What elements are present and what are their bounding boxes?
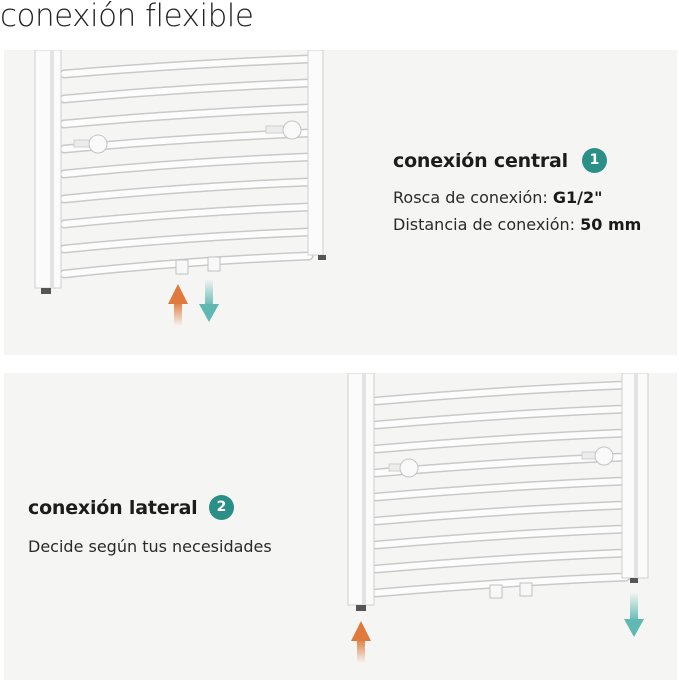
lateral-step-badge: 2 xyxy=(209,495,234,520)
radiator-bars xyxy=(371,380,631,598)
thread-value: G1/2" xyxy=(552,188,603,207)
central-radiator-illustration xyxy=(34,50,326,326)
central-connection-panel: conexión central 1 Rosca de conexión: G1… xyxy=(4,50,677,355)
lateral-radiator-illustration xyxy=(347,373,649,663)
central-step-badge: 1 xyxy=(582,148,607,173)
distance-label: Distancia de conexión: xyxy=(393,215,581,234)
outflow-arrow-icon xyxy=(199,279,219,322)
radiator-side-rails xyxy=(347,373,649,611)
central-heading: conexión central xyxy=(393,150,568,172)
inflow-arrow-icon xyxy=(168,284,188,326)
inflow-arrow-icon xyxy=(351,621,371,663)
towel-bar-mounts xyxy=(73,120,302,154)
towel-bar-mounts xyxy=(388,446,614,478)
distance-spec: Distancia de conexión: 50 mm xyxy=(393,215,641,234)
lateral-heading: conexión lateral xyxy=(28,497,198,519)
outflow-arrow-icon xyxy=(624,592,644,637)
lateral-description: Decide según tus necesidades xyxy=(28,537,272,556)
page-title: conexión flexible xyxy=(0,0,254,34)
central-connection-valves xyxy=(175,256,221,275)
thread-label: Rosca de conexión: xyxy=(393,188,553,207)
thread-spec: Rosca de conexión: G1/2" xyxy=(393,188,602,207)
lateral-connection-panel: conexión lateral 2 Decide según tus nece… xyxy=(4,373,677,680)
central-valves-unused xyxy=(489,582,533,599)
radiator-side-rails xyxy=(34,50,326,294)
distance-value: 50 mm xyxy=(580,215,642,234)
radiator-bars xyxy=(59,54,314,279)
